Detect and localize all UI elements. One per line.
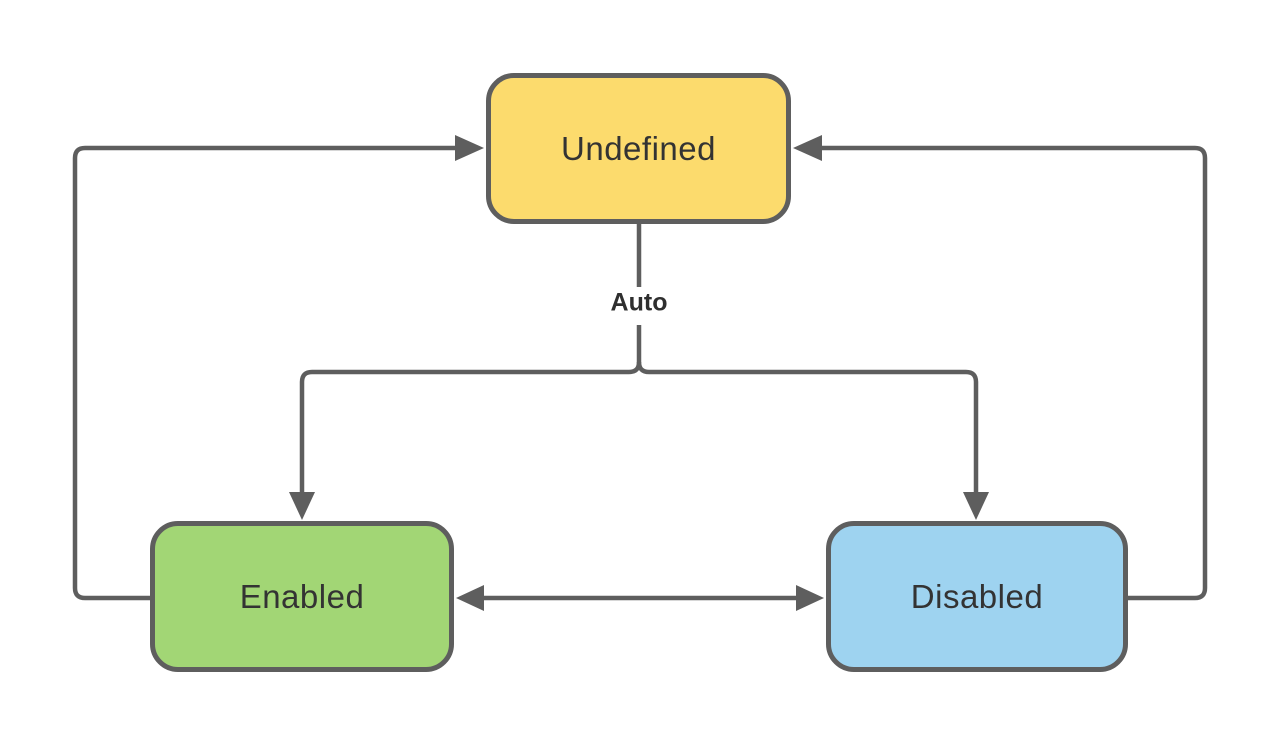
edge-undefined-to-enabled[interactable] bbox=[299, 361, 642, 492]
arrowhead-into-enabled-top bbox=[289, 492, 315, 520]
state-node-disabled[interactable]: Disabled bbox=[826, 521, 1128, 672]
state-label-disabled: Disabled bbox=[910, 577, 1044, 615]
edge-undefined-to-disabled[interactable] bbox=[636, 361, 979, 492]
state-node-enabled[interactable]: Enabled bbox=[150, 521, 454, 672]
edge-label-auto: Auto bbox=[604, 288, 674, 318]
state-node-undefined[interactable]: Undefined bbox=[486, 73, 791, 224]
arrowhead-into-undefined-right bbox=[793, 135, 822, 161]
arrowhead-into-enabled-right bbox=[456, 585, 484, 611]
state-label-enabled: Enabled bbox=[239, 577, 365, 615]
edge-enabled-to-undefined[interactable] bbox=[72, 145, 455, 601]
edge-disabled-to-undefined[interactable] bbox=[822, 145, 1208, 601]
arrowhead-into-undefined-left bbox=[455, 135, 484, 161]
state-label-undefined: Undefined bbox=[561, 129, 716, 167]
arrowhead-into-disabled-top bbox=[963, 492, 989, 520]
arrowhead-into-disabled-left bbox=[796, 585, 824, 611]
